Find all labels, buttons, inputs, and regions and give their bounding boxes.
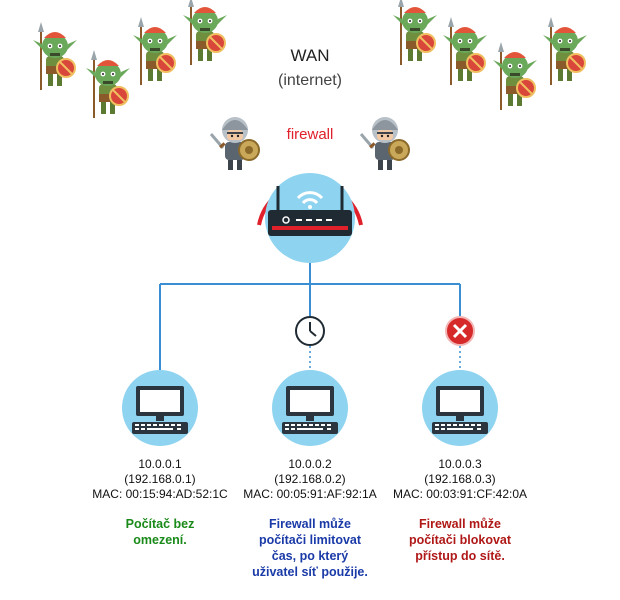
goblin-icon xyxy=(392,0,438,66)
goblin-icon xyxy=(85,49,131,119)
goblin-icon xyxy=(442,16,488,86)
note-line: počítači blokovat xyxy=(408,533,512,547)
client-ip: 10.0.0.2 xyxy=(288,457,332,471)
client-1-address: 10.0.0.1 (192.168.0.1) MAC: 00:15:94:AD:… xyxy=(75,457,245,502)
close-icon xyxy=(445,316,475,346)
knight-icon xyxy=(359,115,411,172)
client-computer-3 xyxy=(422,370,498,446)
wifi-router-icon xyxy=(265,173,355,263)
client-lan-ip: (192.168.0.1) xyxy=(124,472,196,486)
client-2-note: Firewall může počítači limitovat čas, po… xyxy=(235,516,385,580)
note-line: přístup do sítě. xyxy=(415,549,505,563)
wan-subtitle: (internet) xyxy=(277,72,343,89)
client-lan-ip: (192.168.0.2) xyxy=(274,472,346,486)
note-line: omezení. xyxy=(133,533,187,547)
note-line: uživatel síť použije. xyxy=(252,565,368,579)
client-computer-2 xyxy=(272,370,348,446)
note-line: Počítač bez xyxy=(125,517,195,531)
goblin-icon xyxy=(32,21,78,91)
note-line: čas, po který xyxy=(271,549,349,563)
client-3-note: Firewall může počítači blokovat přístup … xyxy=(385,516,535,564)
goblin-icon xyxy=(492,41,538,111)
client-lan-ip: (192.168.0.3) xyxy=(424,472,496,486)
wan-title: WAN xyxy=(290,46,330,65)
client-mac: MAC: 00:03:91:CF:42:0A xyxy=(392,487,528,501)
goblin-icon xyxy=(542,16,588,86)
note-line: Firewall může xyxy=(269,517,351,531)
client-3-address: 10.0.0.3 (192.168.0.3) MAC: 00:03:91:CF:… xyxy=(375,457,545,502)
client-1-note: Počítač bez omezení. xyxy=(85,516,235,548)
client-ip: 10.0.0.1 xyxy=(138,457,182,471)
clock-icon xyxy=(295,316,325,346)
goblin-icon xyxy=(182,0,228,66)
computer-icon xyxy=(432,386,488,434)
computer-icon xyxy=(282,386,338,434)
note-line: počítači limitovat xyxy=(258,533,362,547)
note-line: Firewall může xyxy=(419,517,501,531)
knight-icon xyxy=(209,115,261,172)
computer-icon xyxy=(132,386,188,434)
client-2-address: 10.0.0.2 (192.168.0.2) MAC: 00:05:91:AF:… xyxy=(225,457,395,502)
client-ip: 10.0.0.3 xyxy=(438,457,482,471)
goblin-icon xyxy=(132,16,178,86)
client-mac: MAC: 00:05:91:AF:92:1A xyxy=(243,487,377,501)
network-lines xyxy=(159,255,461,372)
client-mac: MAC: 00:15:94:AD:52:1C xyxy=(92,487,228,501)
client-computer-1 xyxy=(122,370,198,446)
firewall-label: firewall xyxy=(286,126,334,143)
